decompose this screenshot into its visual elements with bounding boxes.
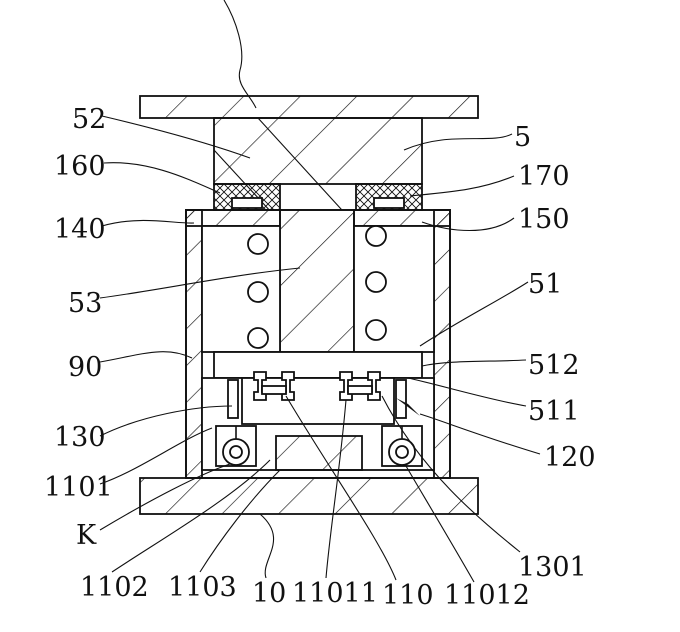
break-line bbox=[223, 0, 257, 109]
housing-wall-right bbox=[433, 209, 451, 479]
label-11011: 11011 bbox=[292, 578, 378, 609]
label-1103: 1103 bbox=[168, 572, 237, 603]
top-plate bbox=[139, 95, 479, 119]
shaft-5 bbox=[213, 117, 423, 185]
label-K: K bbox=[76, 520, 97, 551]
leader-lines bbox=[99, 115, 541, 583]
wheel-right-inner bbox=[395, 445, 409, 459]
label-160: 160 bbox=[54, 151, 106, 182]
seal-insert-right bbox=[373, 197, 405, 209]
pin-130 bbox=[227, 379, 239, 419]
label-512: 512 bbox=[528, 350, 580, 381]
label-10: 10 bbox=[252, 578, 286, 609]
label-110: 110 bbox=[382, 580, 434, 611]
label-1102: 1102 bbox=[80, 572, 149, 603]
label-5: 5 bbox=[514, 122, 531, 153]
label-53: 53 bbox=[68, 288, 102, 319]
seal-insert-left bbox=[231, 197, 263, 209]
label-170: 170 bbox=[518, 161, 570, 192]
spring-left bbox=[247, 233, 269, 349]
label-150: 150 bbox=[518, 204, 570, 235]
arrow-tip bbox=[396, 398, 420, 416]
spring-right bbox=[365, 225, 387, 341]
pin-120 bbox=[395, 379, 407, 419]
clamp-block-left bbox=[253, 371, 295, 401]
label-1101: 1101 bbox=[44, 472, 113, 503]
label-120: 120 bbox=[544, 442, 596, 473]
wheel-left-inner bbox=[229, 445, 243, 459]
housing-top-left bbox=[185, 209, 281, 227]
label-90: 90 bbox=[68, 352, 102, 383]
label-1301: 1301 bbox=[518, 552, 587, 583]
label-130: 130 bbox=[54, 422, 106, 453]
stem-53 bbox=[279, 209, 355, 353]
clamp-block-right bbox=[339, 371, 381, 401]
housing-top-right bbox=[353, 209, 451, 227]
label-11012: 11012 bbox=[444, 580, 530, 611]
plate-51 bbox=[213, 351, 423, 379]
base-plate-10 bbox=[139, 477, 479, 515]
label-51: 51 bbox=[528, 269, 562, 300]
label-52: 52 bbox=[72, 104, 106, 135]
label-511: 511 bbox=[528, 396, 580, 427]
center-block bbox=[275, 435, 363, 471]
housing-wall-left bbox=[185, 209, 203, 479]
label-140: 140 bbox=[54, 214, 106, 245]
